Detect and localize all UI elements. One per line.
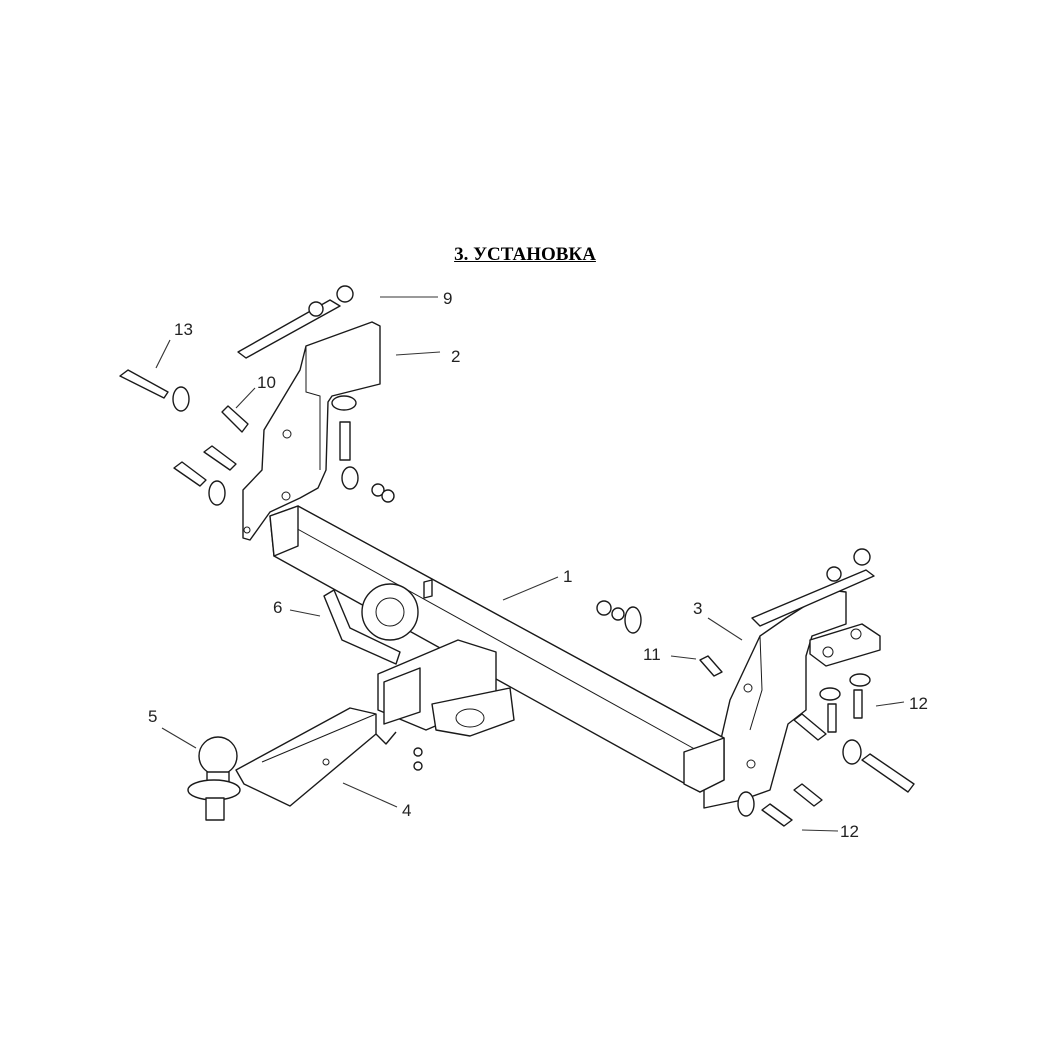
right-bracket xyxy=(703,589,881,809)
main-crossbeam xyxy=(269,505,725,793)
fasteners xyxy=(119,369,915,827)
callout-1: 1 xyxy=(563,567,572,586)
receiver-assembly xyxy=(361,579,515,737)
tow-ball xyxy=(187,736,241,821)
callout-6: 6 xyxy=(273,598,282,617)
callout-5: 5 xyxy=(148,707,157,726)
callout-10: 10 xyxy=(257,373,276,392)
callout-12-lower: 12 xyxy=(840,822,859,841)
callout-13: 13 xyxy=(174,320,193,339)
callout-11: 11 xyxy=(643,645,661,664)
ball-mount-bar xyxy=(235,707,397,807)
left-bracket xyxy=(242,321,381,541)
mounting-strap-left xyxy=(237,285,354,359)
callout-3: 3 xyxy=(693,599,702,618)
callout-2: 2 xyxy=(451,347,460,366)
callout-12-upper: 12 xyxy=(909,694,928,713)
callout-4: 4 xyxy=(402,801,411,820)
leader-lines xyxy=(155,296,905,832)
mounting-strap-right xyxy=(751,548,875,627)
callout-9: 9 xyxy=(443,289,452,308)
safety-clip xyxy=(323,589,401,665)
diagram-title: 3. УСТАНОВКА xyxy=(454,244,596,265)
